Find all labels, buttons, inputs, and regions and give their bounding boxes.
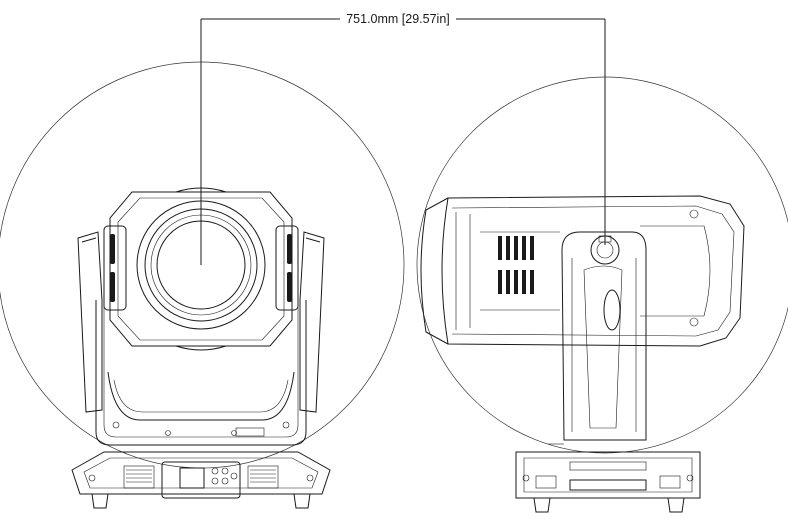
front-swing-circle xyxy=(0,61,405,469)
side-swing-circle xyxy=(416,76,788,454)
dimension-line: 751.0mm [29.57in] xyxy=(200,12,606,265)
dimension-label: 751.0mm [29.57in] xyxy=(346,12,450,26)
moving-head-front-icon xyxy=(71,187,331,509)
moving-head-side-icon xyxy=(420,195,745,513)
